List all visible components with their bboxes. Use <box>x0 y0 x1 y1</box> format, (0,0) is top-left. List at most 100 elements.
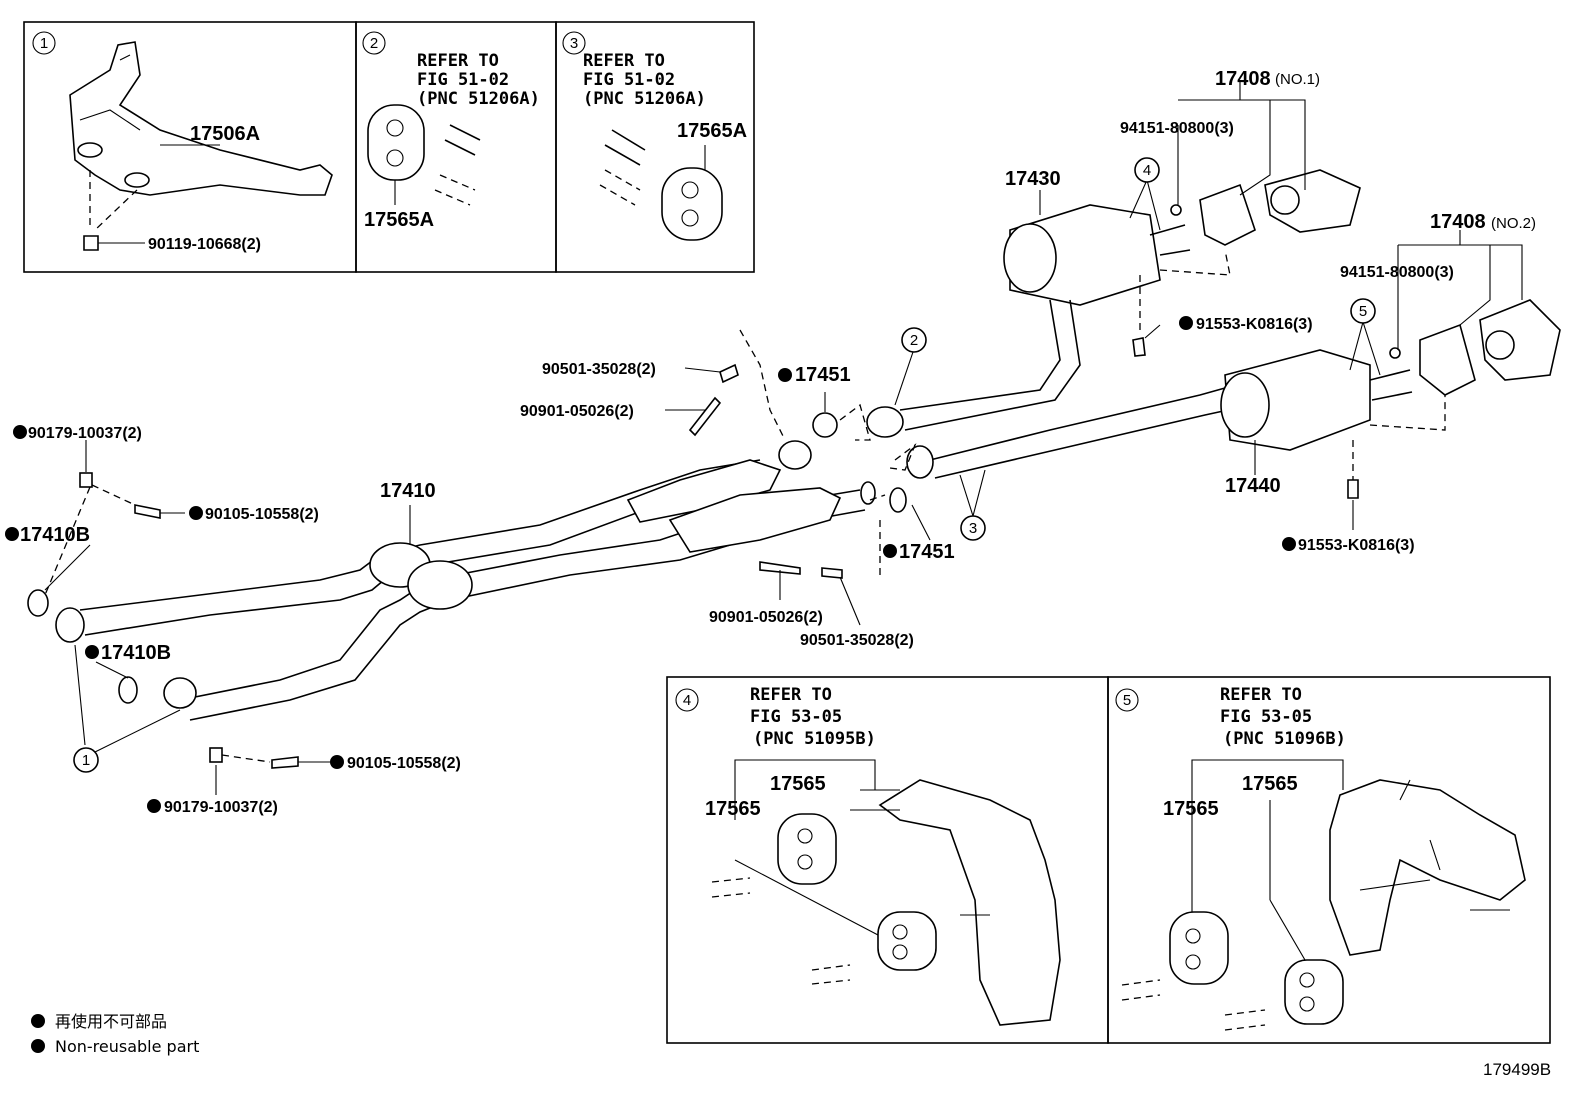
gasket-17410B-b <box>118 676 138 704</box>
hanger-17565-b-hole2 <box>892 944 908 960</box>
label-91553-K0816-a: 91553-K0816(3) <box>1196 316 1313 333</box>
leader-callout-4 <box>1129 179 1161 231</box>
hanger-17565-d-hole2 <box>1299 996 1315 1012</box>
hanger-hole-top <box>386 119 404 137</box>
inset-5-refer-line1: REFER TO <box>1220 685 1302 705</box>
legend-text-en: Non-reusable part <box>55 1037 199 1056</box>
gasket-plate-1 <box>1199 183 1256 246</box>
spring-90501-a <box>719 363 739 384</box>
label-90901-05026-b: 90901-05026(2) <box>709 609 823 626</box>
leader-callout-2 <box>894 351 914 406</box>
nonreusable-dot-90179-b <box>147 799 161 813</box>
callout-4 <box>1134 157 1160 183</box>
inset-5-bracket-details <box>1359 779 1510 911</box>
hanger-17565-d-hole1 <box>1299 972 1315 988</box>
inset-3-refer-line3: (PNC 51206A) <box>583 89 706 109</box>
label-17565-inset4-right: 17565 <box>770 773 826 795</box>
leader-17410B-a <box>44 544 91 591</box>
muffler-17440-outlet <box>1369 369 1413 401</box>
inset-4-bracket-pins <box>850 789 990 916</box>
callout-1-number: 1 <box>82 752 90 769</box>
leader-17451-b <box>911 504 931 541</box>
leader-91553-a <box>1144 324 1161 339</box>
bolt-90105-b <box>271 756 299 769</box>
bracket-17506A <box>69 41 333 196</box>
label-90501-35028-b: 90501-35028(2) <box>800 632 914 649</box>
hanger-17565-c <box>1169 911 1229 985</box>
flange-front-right <box>163 677 197 709</box>
guide-90179-b <box>221 754 271 763</box>
inset-3-refer-line1: REFER TO <box>583 51 665 71</box>
label-94151-80800-a: 94151-80800(3) <box>1120 120 1234 137</box>
tail-tip-17408-2 <box>1389 299 1561 396</box>
label-90501-35028-a: 90501-35028(2) <box>542 361 656 378</box>
hanger3-hole-bottom <box>681 209 699 227</box>
inset-5-refer-line2: FIG 53-05 <box>1220 707 1312 727</box>
inset-2-number: 2 <box>370 35 378 52</box>
nut-94151-a <box>1170 204 1182 216</box>
label-17565A-inset3: 17565A <box>677 120 747 142</box>
inset-4-pin-left <box>711 877 751 898</box>
front-pipe-17410 <box>55 440 876 721</box>
label-17408-no2: 17408 <box>1430 211 1486 233</box>
leader-17408-1 <box>1177 80 1306 205</box>
muffler-17440-end <box>1220 372 1270 438</box>
bracket-detail <box>79 54 141 131</box>
nonreusable-dot-17451-b <box>883 544 897 558</box>
hanger-pin-solid-3 <box>604 129 646 166</box>
label-91553-K0816-b: 91553-K0816(3) <box>1298 537 1415 554</box>
inset-4-refer-line1: REFER TO <box>750 685 832 705</box>
inset-5-pin-lower <box>1224 1009 1266 1031</box>
figure-id: 179499B <box>1483 1060 1551 1079</box>
callout-5-number: 5 <box>1359 303 1367 320</box>
label-90105-10558-a: 90105-10558(2) <box>205 506 319 523</box>
nonreusable-dot-91553-a <box>1179 316 1193 330</box>
leader-17408-2 <box>1397 230 1523 350</box>
bracket-bushing-right <box>124 172 150 188</box>
tailpipe-17440-a <box>929 387 1226 461</box>
callout-3 <box>960 515 986 541</box>
guide-17408-1 <box>1159 249 1231 276</box>
hanger-pin-dashed <box>434 174 476 206</box>
inset-4-pin-lower <box>811 964 851 985</box>
hanger-17565-c-hole1 <box>1185 928 1201 944</box>
label-17565A-inset2: 17565A <box>364 209 434 231</box>
callout-3-number: 3 <box>969 520 977 537</box>
leader-callout-3 <box>959 469 986 517</box>
inset-1-badge <box>32 31 56 55</box>
inset-1: 1 90119-10668(2) 17506A <box>23 21 357 273</box>
guide-17451-b <box>869 494 886 575</box>
tailpipe-17430-b <box>904 299 1081 431</box>
inset-3-frame <box>555 21 755 273</box>
hanger-pin-solid <box>444 124 481 156</box>
hanger-pin-dashed-3 <box>599 169 641 206</box>
hanger-17565-b <box>877 911 937 971</box>
legend-dot-2 <box>31 1039 45 1053</box>
hanger-17565A-3 <box>661 167 723 241</box>
guide-17408-2 <box>1369 395 1446 431</box>
bolt-guide-right <box>94 189 138 231</box>
inset-2: 2 REFER TO FIG 51-02 (PNC 51206A) 17565A <box>355 21 557 273</box>
bolt-91553-a <box>1132 337 1146 357</box>
callout-5 <box>1350 298 1376 324</box>
inset-4-number: 4 <box>683 692 691 709</box>
flange-rear-upper <box>778 440 812 470</box>
nut-90179-b <box>209 747 223 763</box>
label-17408-no1-note: (NO.1) <box>1275 71 1320 88</box>
inset-4-refer-line2: FIG 53-05 <box>750 707 842 727</box>
inset-5-badge <box>1115 688 1139 712</box>
callout-1 <box>73 747 99 773</box>
label-17410: 17410 <box>380 480 436 502</box>
hanger-17565-a-hole1 <box>797 828 813 844</box>
callout-4-number: 4 <box>1143 162 1151 179</box>
nonreusable-dot-90105-b <box>330 755 344 769</box>
tail-tip-17408-1-body <box>1264 169 1361 233</box>
non-reusable-markers <box>5 316 1296 813</box>
tail-tip-17408-1-opening <box>1270 185 1300 215</box>
callouts: 1 2 3 4 5 <box>73 157 1376 773</box>
inset-5-bracket <box>1329 779 1526 956</box>
inset-5-frame <box>1107 676 1551 1044</box>
spring-90501-b <box>821 567 843 579</box>
leader-90501-b <box>839 576 861 626</box>
hanger-17565-a-hole2 <box>797 854 813 870</box>
